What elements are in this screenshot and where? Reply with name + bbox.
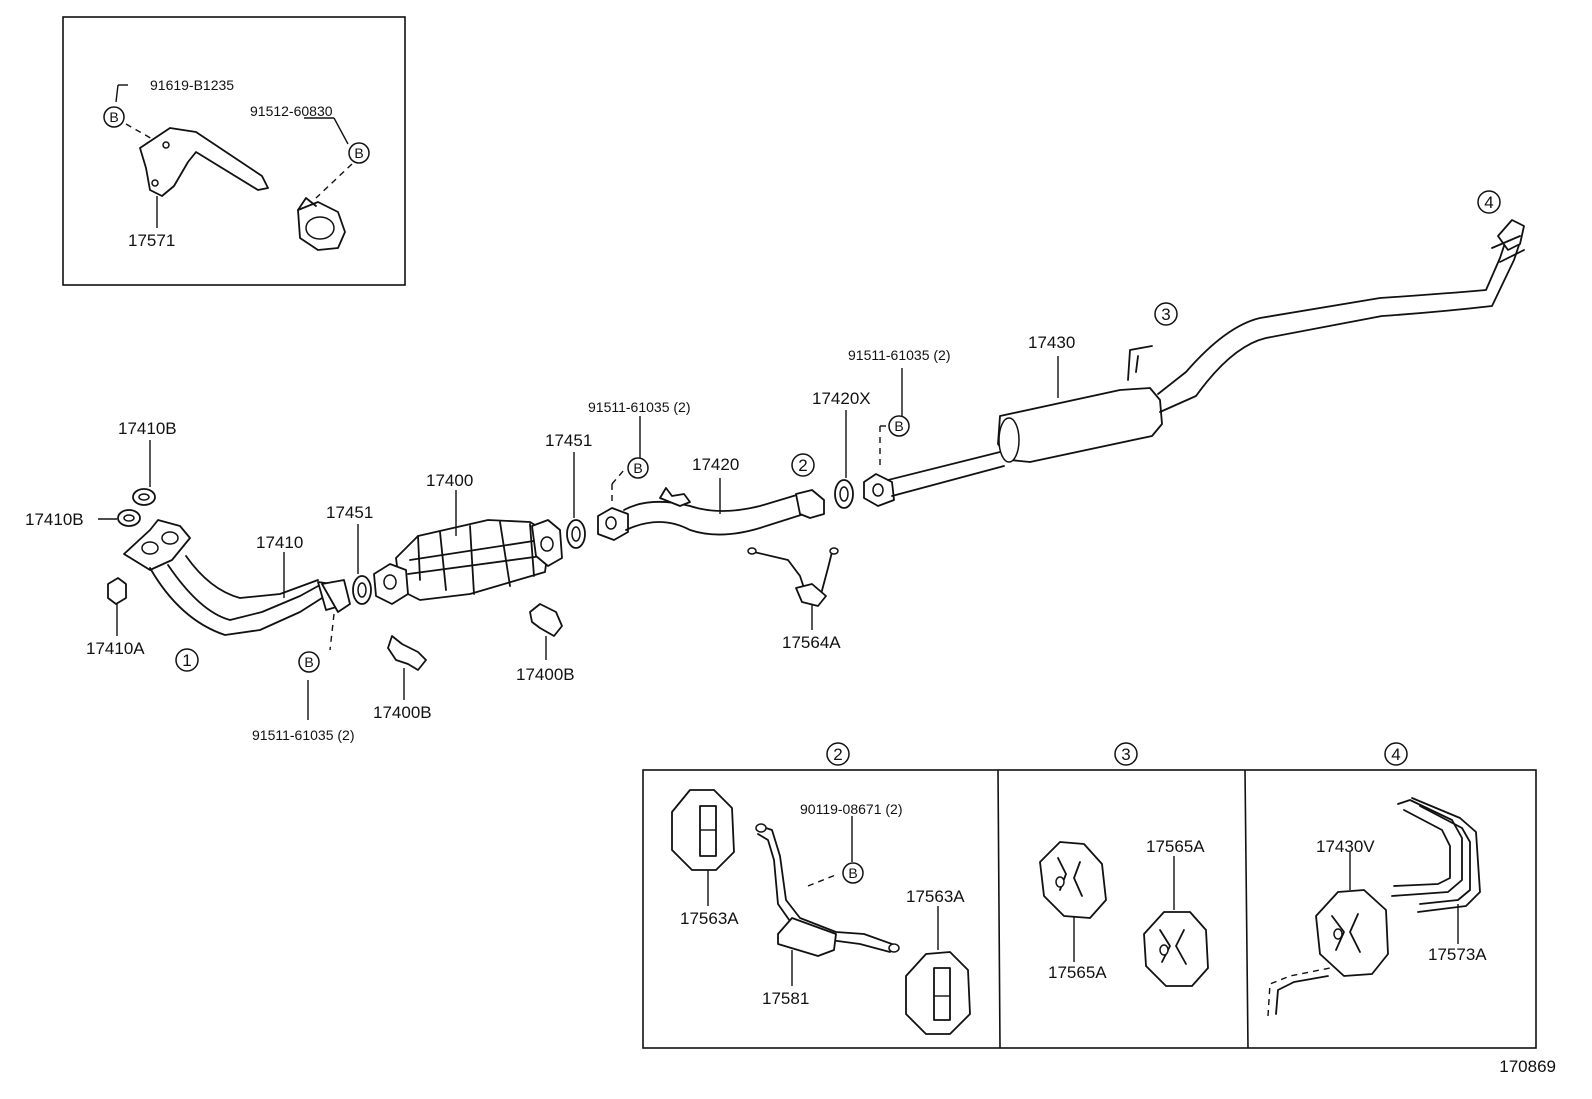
detail-callout-label-2: 2 bbox=[833, 745, 842, 764]
muffler-inlet-pipe[interactable] bbox=[887, 451, 1005, 497]
diagram-id: 170869 bbox=[1499, 1057, 1556, 1076]
part-label-91512-60830[interactable]: 91512-60830 bbox=[250, 103, 333, 119]
inset-bracket-detail: B B 91619-B1235 91512-60830 17571 bbox=[62, 16, 406, 286]
bracket-17400B-mid[interactable] bbox=[529, 603, 563, 637]
part-label-17564A[interactable]: 17564A bbox=[782, 633, 841, 652]
callout-circle-4[interactable] bbox=[1477, 190, 1501, 214]
part-label-17410[interactable]: 17410 bbox=[256, 533, 303, 552]
part-label-17563A-left[interactable]: 17563A bbox=[680, 909, 739, 928]
detail-panels-frame bbox=[642, 769, 1537, 1049]
bolt-symbol-label: B bbox=[894, 418, 903, 434]
inset-frame bbox=[62, 16, 406, 286]
callout-label-4: 4 bbox=[1484, 193, 1493, 212]
part-label-17571[interactable]: 17571 bbox=[128, 231, 175, 250]
bolt-symbol-label: B bbox=[109, 109, 118, 125]
part-label-91619-B1235[interactable]: 91619-B1235 bbox=[150, 77, 234, 93]
bolt-symbol-label: B bbox=[354, 145, 363, 161]
detail-callout-circle-4 bbox=[1384, 742, 1408, 766]
callout-circle-2[interactable] bbox=[791, 453, 815, 477]
callout-circle-3[interactable] bbox=[1154, 302, 1178, 326]
part-label-17420[interactable]: 17420 bbox=[692, 455, 739, 474]
tail-pipe-bracket-17573A[interactable] bbox=[1391, 799, 1463, 897]
part-label-17573A[interactable]: 17573A bbox=[1428, 945, 1487, 964]
hanger-pipe-17581[interactable] bbox=[759, 825, 893, 945]
front-pipe-17410[interactable] bbox=[149, 567, 323, 636]
part-label-17410B-top[interactable]: 17410B bbox=[118, 419, 177, 438]
callout-label-3: 3 bbox=[1161, 305, 1170, 324]
bolt-symbol bbox=[298, 651, 320, 673]
part-label-90119-08671[interactable]: 90119-08671 (2) bbox=[800, 801, 902, 817]
detail-callout-circle-3 bbox=[1114, 742, 1138, 766]
part-label-91511-61035-bottom[interactable]: 91511-61035 (2) bbox=[252, 727, 354, 743]
main-exhaust-assembly: B B B 1 2 3 4 17410B 17410B 17410 17410A… bbox=[25, 190, 1525, 743]
part-label-17451-right[interactable]: 17451 bbox=[545, 431, 592, 450]
part-label-17565A-bottom[interactable]: 17565A bbox=[1048, 963, 1107, 982]
detail-callout-label-3: 3 bbox=[1121, 745, 1130, 764]
part-label-17581[interactable]: 17581 bbox=[762, 989, 809, 1008]
rubber-mount-17565A-right[interactable] bbox=[1143, 911, 1209, 987]
rubber-mount-17565A-left[interactable] bbox=[1039, 841, 1107, 919]
tail-pipe[interactable] bbox=[1157, 239, 1507, 395]
bolt-symbol bbox=[627, 457, 649, 479]
center-pipe-17420[interactable] bbox=[623, 493, 801, 512]
part-label-17565A-top[interactable]: 17565A bbox=[1146, 837, 1205, 856]
part-label-17430V[interactable]: 17430V bbox=[1316, 837, 1375, 856]
bolt-symbol bbox=[348, 142, 370, 164]
detail-callout-circle-2 bbox=[826, 742, 850, 766]
part-label-17563A-right[interactable]: 17563A bbox=[906, 887, 965, 906]
bolt-symbol bbox=[103, 106, 125, 128]
part-label-17410B-left[interactable]: 17410B bbox=[25, 510, 84, 529]
part-label-17400B-left[interactable]: 17400B bbox=[373, 703, 432, 722]
part-label-17451-left[interactable]: 17451 bbox=[326, 503, 373, 522]
detail-callout-label-4: 4 bbox=[1391, 745, 1400, 764]
bolt-symbol-label: B bbox=[848, 865, 857, 881]
detail-panels: 2 3 4 B 90119-08671 (2) 17563A 17563A 17… bbox=[642, 742, 1537, 1049]
part-label-17420X[interactable]: 17420X bbox=[812, 389, 871, 408]
part-label-17400[interactable]: 17400 bbox=[426, 471, 473, 490]
nut-17410A[interactable] bbox=[107, 577, 127, 605]
bracket-17400B-left[interactable] bbox=[387, 635, 427, 671]
bracket-17571[interactable] bbox=[139, 127, 269, 197]
callout-circle-1[interactable] bbox=[175, 648, 199, 672]
bolt-symbol bbox=[888, 415, 910, 437]
part-label-91511-61035-mid[interactable]: 91511-61035 (2) bbox=[588, 399, 690, 415]
muffler-17430[interactable] bbox=[997, 387, 1163, 463]
bolt-symbol-label: B bbox=[304, 654, 313, 670]
part-label-91511-61035-right[interactable]: 91511-61035 (2) bbox=[848, 347, 950, 363]
rubber-mount-17430V[interactable] bbox=[1315, 889, 1389, 977]
bolt-symbol-label: B bbox=[633, 460, 642, 476]
bolt-symbol bbox=[842, 862, 864, 884]
part-label-17430[interactable]: 17430 bbox=[1028, 333, 1075, 352]
callout-label-2: 2 bbox=[798, 456, 807, 475]
part-label-17410A[interactable]: 17410A bbox=[86, 639, 145, 658]
callout-label-1: 1 bbox=[182, 651, 191, 670]
part-label-17400B-mid[interactable]: 17400B bbox=[516, 665, 575, 684]
